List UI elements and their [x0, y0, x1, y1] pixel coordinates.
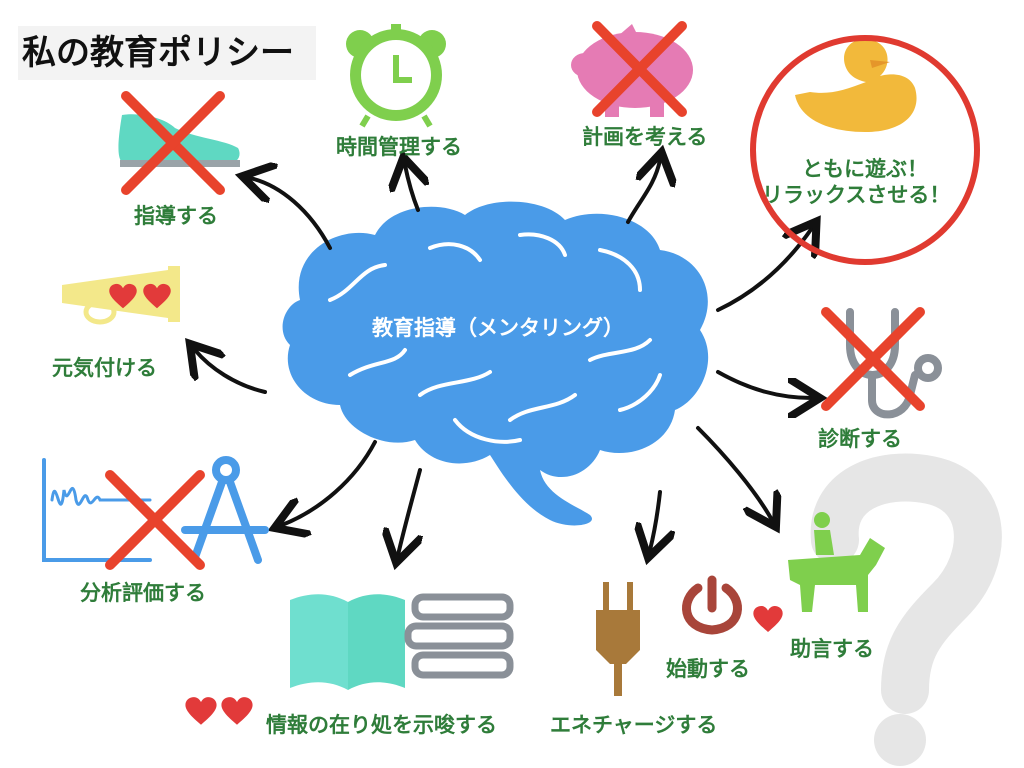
label-time: 時間管理する [336, 135, 462, 159]
label-relax-line2: リラックスさせる！ [762, 183, 951, 207]
arrow-cheer [195, 350, 267, 394]
label-plan: 計画を考える [582, 125, 708, 149]
label-cheer: 元気付ける [52, 356, 157, 380]
horse-rider-icon [788, 512, 885, 612]
label-energy: エネチャージする [550, 713, 718, 737]
highlight-circle [750, 35, 980, 265]
cross-mark-icon [592, 21, 687, 117]
question-mark-icon [810, 453, 1002, 766]
cross-mark-icon [821, 307, 925, 411]
cross-mark-icon [121, 91, 225, 195]
arrow-time [405, 165, 418, 212]
books-icon [290, 593, 514, 690]
arrow-plan [626, 160, 660, 224]
arrow-inform [398, 468, 420, 555]
arrow-diagnose [716, 370, 812, 398]
compass-icon [181, 456, 269, 564]
heart-icon [753, 606, 783, 632]
arrow-relax [716, 228, 812, 312]
plug-icon [596, 582, 640, 696]
label-start: 始動する [666, 657, 750, 681]
cross-mark-icon [105, 470, 205, 570]
duck-icon [795, 38, 917, 133]
brain-icon [282, 201, 709, 526]
label-teach: 指導する [134, 204, 218, 228]
center-label: 教育指導（メンタリング） [372, 316, 624, 340]
arrow-energy [650, 490, 660, 550]
label-analyze: 分析評価する [80, 581, 206, 605]
heart-icon [221, 697, 253, 725]
label-advise: 助言する [790, 637, 874, 661]
arrow-advise [696, 426, 772, 520]
arrow-teach [250, 178, 332, 250]
label-diagnose: 診断する [818, 427, 902, 451]
page-title: 私の教育ポリシー [18, 26, 316, 80]
heart-icon [185, 697, 217, 725]
power-icon [682, 575, 742, 635]
label-inform: 情報の在り処を示唆する [266, 713, 497, 737]
arrow-analyze [282, 440, 377, 525]
arrows [195, 160, 812, 555]
clock-icon [346, 24, 446, 128]
label-relax-line1: ともに遊ぶ！ [802, 157, 928, 181]
